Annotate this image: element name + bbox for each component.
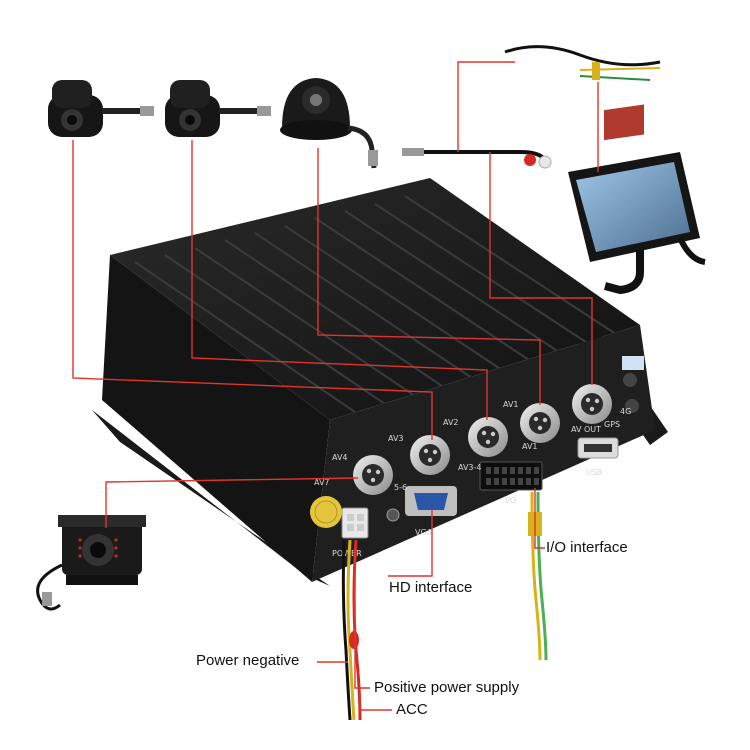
label-av3-4: AV3-4: [458, 463, 482, 472]
dome-camera: [280, 78, 378, 169]
label-av4: AV4: [332, 453, 348, 462]
av-cable: [402, 45, 661, 169]
label-av1-lower: AV1: [522, 442, 538, 451]
side-camera-2: [165, 80, 271, 137]
label-io: I/O: [505, 496, 516, 505]
label-av-out: AV OUT: [571, 425, 601, 434]
label-av3: AV3: [388, 434, 404, 443]
side-camera-1: [48, 80, 154, 137]
label-4g: 4G: [620, 407, 631, 416]
label-vga: VGA: [415, 528, 433, 537]
monitor: [568, 104, 706, 295]
label-gps: GPS: [604, 420, 620, 429]
mdvr-unit: [102, 178, 655, 582]
label-av7: AV7: [314, 478, 330, 487]
io-wires: [528, 491, 548, 661]
positive-power-supply-label: Positive power supply: [374, 679, 520, 696]
hd-interface-label: HD interface: [389, 579, 473, 596]
av4-port: [353, 455, 393, 495]
io-interface-label: I/O interface: [546, 539, 628, 556]
io-port: [479, 461, 543, 491]
power-port: [341, 507, 369, 539]
label-av5-6: 5-6: [394, 483, 407, 492]
av2-port: [468, 417, 508, 457]
acc-label: ACC: [396, 701, 428, 718]
vga-port: [405, 486, 457, 516]
panel-text: AV4 AV3 AV2 AV1 AV7 AV1 AV3-4 5-6 VGA I/…: [314, 400, 631, 558]
label-usb: USB: [586, 468, 602, 477]
power-negative-label: Power negative: [196, 652, 300, 669]
av-out-port: [572, 384, 612, 424]
av3-port: [410, 435, 450, 475]
av1-port: [520, 403, 560, 443]
label-av2: AV2: [443, 418, 459, 427]
label-power: POWER: [332, 549, 362, 558]
rear-camera: [36, 515, 146, 611]
qc-sticker: [310, 496, 342, 528]
front-panel-ports: [310, 356, 644, 539]
label-av1: AV1: [503, 400, 519, 409]
connector-lines: [72, 61, 599, 711]
